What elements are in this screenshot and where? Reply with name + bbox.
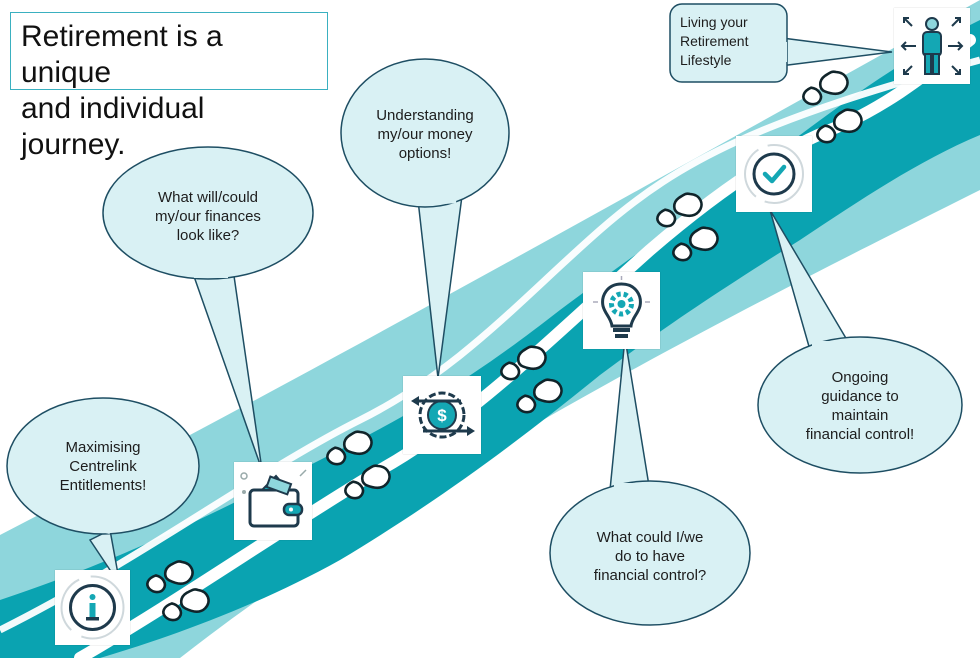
info-icon <box>55 570 130 645</box>
bubble-ongoing-guidance <box>757 209 963 474</box>
footprints-icon <box>799 61 853 118</box>
footprints-icon <box>143 551 215 634</box>
bubble-financial-control <box>549 337 751 626</box>
checkmark-icon <box>736 136 812 212</box>
person-arrows-icon <box>894 8 970 84</box>
bubble-text-centrelink: Maximising Centrelink Entitlements! <box>59 439 147 494</box>
footprints-icon <box>497 336 567 426</box>
footprints-icon <box>653 183 723 274</box>
bubble-text-money-options: Understanding my/our money options! <box>376 107 474 162</box>
footprints-icon <box>813 99 867 156</box>
title-line-1: Retirement is a unique <box>21 20 223 89</box>
svg-text:$: $ <box>437 406 447 425</box>
dollar-cycle-icon: $ <box>403 376 481 454</box>
wallet-icon <box>234 462 312 540</box>
bubble-finances <box>102 146 314 471</box>
lightbulb-gear-icon <box>583 272 660 349</box>
page-title: Retirement is a unique and individual jo… <box>10 12 328 161</box>
bubble-text-ongoing-guidance: Ongoing guidance to maintain financial c… <box>805 369 915 443</box>
bubble-text-financial-control: What could I/we do to have financial con… <box>593 529 707 584</box>
bubble-text-lifestyle: Living your Retirement Lifestyle <box>680 14 749 68</box>
bubble-lifestyle <box>669 3 893 83</box>
bubble-text-finances: What will/could my/our finances look lik… <box>155 189 261 244</box>
bubble-money-options <box>340 58 510 379</box>
title-line-2: and individual journey. <box>21 92 205 161</box>
footprints-icon <box>323 421 395 512</box>
